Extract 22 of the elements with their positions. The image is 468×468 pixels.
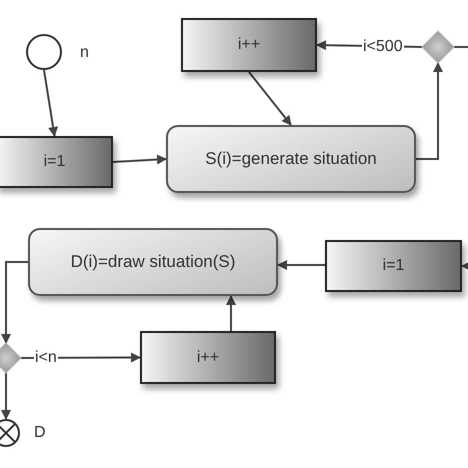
arrow	[1, 373, 11, 420]
step-box: i++	[181, 18, 317, 72]
step-box: i=1	[0, 136, 113, 188]
decision-diamond	[0, 343, 21, 373]
node-caption: D	[34, 424, 46, 442]
connector-line	[454, 46, 468, 48]
node-caption: n	[80, 44, 89, 62]
arrow	[277, 260, 325, 270]
arrow	[21, 352, 141, 363]
arrow	[1, 261, 28, 344]
arrow	[112, 154, 167, 164]
arrow	[43, 70, 58, 137]
step-box: i++	[140, 331, 276, 384]
start-circle	[26, 34, 62, 70]
arrow	[416, 62, 443, 160]
arrow	[461, 261, 468, 271]
step-box: i=1	[325, 240, 462, 292]
decision-diamond	[422, 31, 454, 63]
process-box: D(i)=draw situation(S)	[28, 228, 278, 296]
process-box: S(i)=generate situation	[166, 125, 416, 193]
arrow	[226, 295, 236, 331]
arrow	[248, 71, 292, 126]
